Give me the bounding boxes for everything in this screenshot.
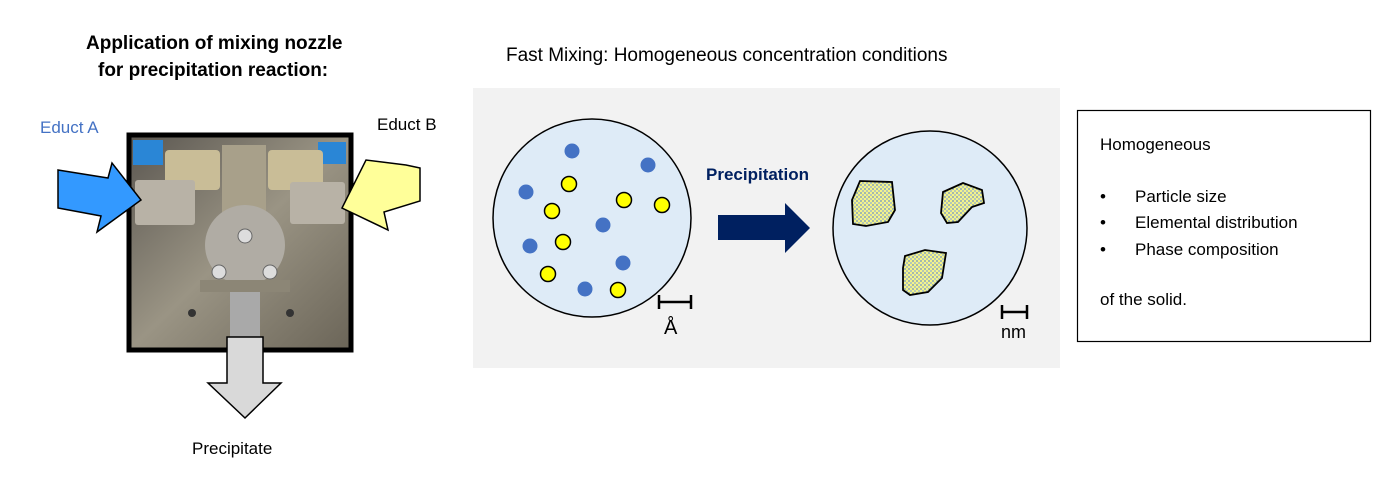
ion-a-dot [595, 217, 611, 233]
ion-a-dot [615, 255, 631, 271]
particle [851, 180, 896, 227]
precipitation-label: Precipitation [706, 165, 809, 184]
ion-b-dot [615, 191, 633, 209]
scale-label-nm: nm [1001, 322, 1027, 342]
ion-b-dot [560, 175, 578, 193]
ion-a-dot [577, 281, 593, 297]
scale-label-angstrom: Å [664, 317, 678, 339]
particle [940, 182, 986, 224]
mixing-nozzle-photo [126, 132, 354, 353]
ion-b-dot [539, 265, 557, 283]
summary-bullet-text: Phase composition [1135, 240, 1279, 259]
ion-a-dot [564, 143, 580, 159]
left-title-line2: for precipitation reaction: [98, 60, 329, 81]
ion-b-dot [554, 233, 572, 251]
ion-b-dot [609, 281, 627, 299]
ion-b-dot [543, 202, 561, 220]
ion-a-dot [522, 238, 538, 254]
summary-bullet: • [1100, 213, 1106, 232]
ion-dots [518, 143, 671, 299]
precipitate-arrow [206, 336, 283, 420]
panel-title: Fast Mixing: Homogeneous concentration c… [506, 45, 948, 66]
educt-a-label: Educt A [40, 118, 99, 137]
summary-bullet: • [1100, 187, 1106, 206]
educt-b-arrow [340, 159, 421, 232]
ion-b-dot [653, 196, 671, 214]
summary-bullet: • [1100, 240, 1106, 259]
precipitate-label: Precipitate [192, 439, 273, 458]
summary-heading: Homogeneous [1100, 135, 1211, 154]
precipitation-arrow [718, 203, 810, 253]
left-title-line1: Application of mixing nozzle [86, 33, 343, 54]
educt-b-label: Educt B [377, 115, 437, 134]
summary-bullet-text: Particle size [1135, 187, 1227, 206]
scale-bar-nm [1000, 305, 1029, 319]
ion-a-dot [518, 184, 534, 200]
particle [902, 249, 948, 296]
ion-a-dot [640, 157, 656, 173]
summary-footer: of the solid. [1100, 290, 1187, 309]
summary-bullet-text: Elemental distribution [1135, 213, 1298, 232]
precipitate-circle [832, 130, 1028, 326]
summary-box [1076, 109, 1372, 343]
educt-a-arrow [57, 161, 143, 234]
scale-bar-angstrom [657, 295, 693, 309]
